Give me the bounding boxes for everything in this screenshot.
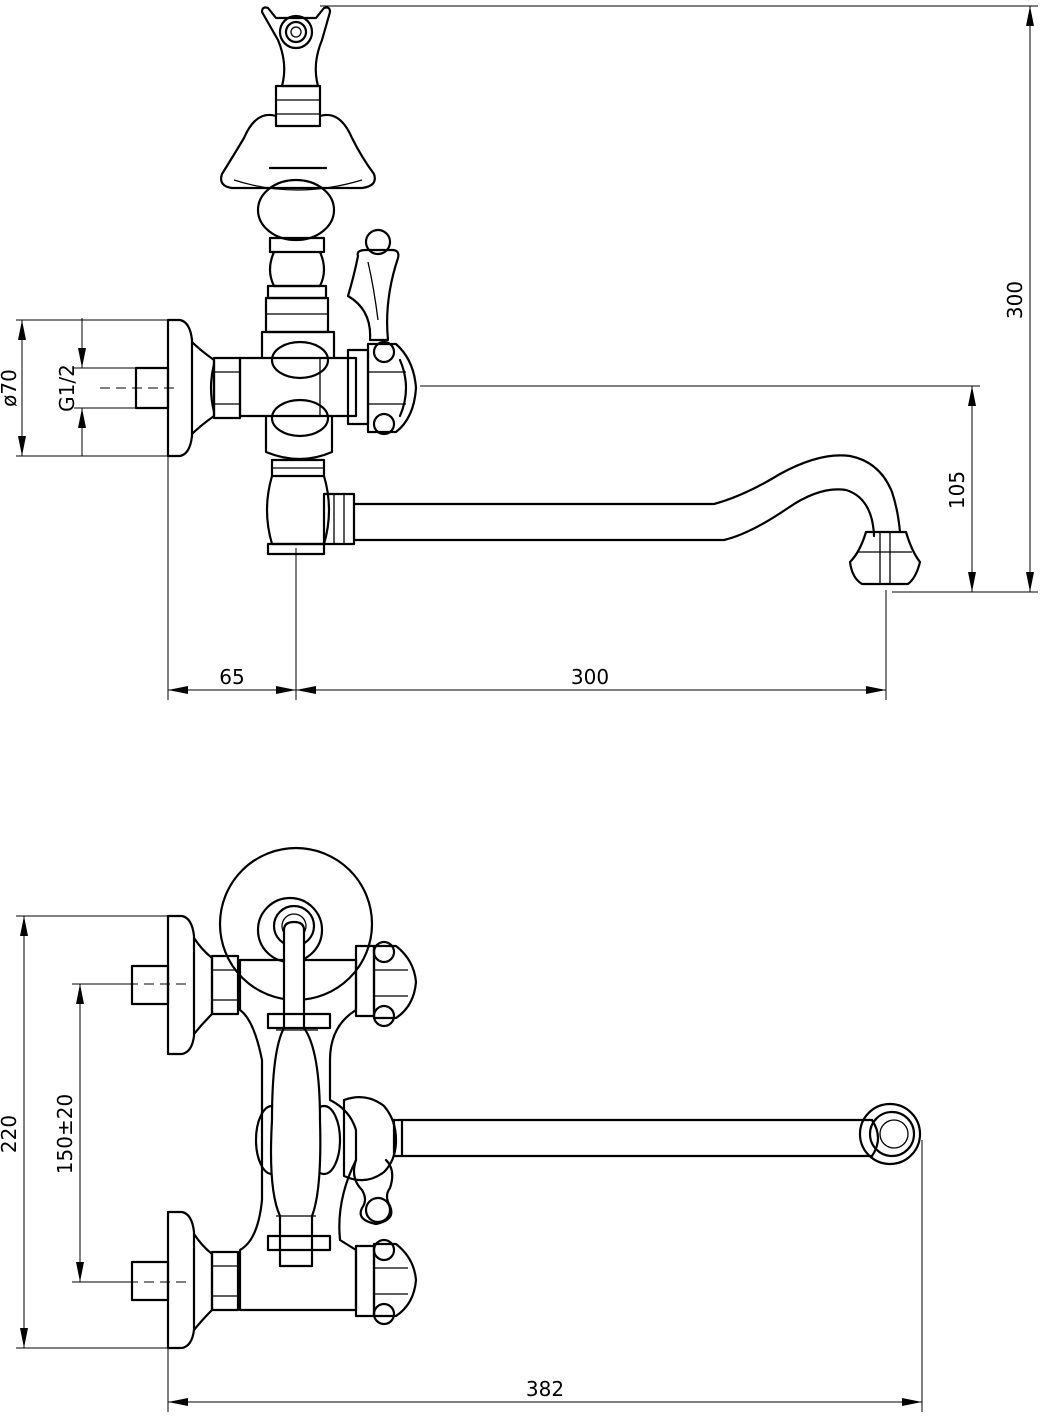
dim-depth-label: 220 (0, 1115, 21, 1153)
dim-spout-height: 105 (420, 385, 980, 592)
dim-overall-length-label: 382 (526, 1377, 564, 1401)
dim-thread-label: G1/2 (55, 364, 79, 412)
side-wall-flange (100, 318, 216, 458)
side-lever-handle (346, 228, 400, 342)
dim-overall-length: 382 (167, 1140, 923, 1412)
dim-height-total: 300 (320, 5, 1038, 593)
dim-wall-offset-label: 65 (219, 665, 244, 689)
top-lever-arm (266, 920, 332, 1268)
top-upper-flange (80, 914, 240, 1056)
side-cross-knob (346, 340, 418, 436)
dim-inlet-spacing-label: 150±20 (53, 1094, 77, 1174)
dim-spout-height-label: 105 (945, 471, 969, 509)
top-upper-cross-knob (354, 940, 418, 1028)
top-spout-swivel (342, 1095, 404, 1226)
side-view: 300 105 ø70 G1/2 (0, 5, 1038, 700)
side-top-handle (220, 6, 376, 334)
dim-spout-reach-label: 300 (571, 665, 609, 689)
top-spout-pipe (400, 1102, 922, 1166)
top-lower-flange (80, 1210, 240, 1350)
dim-thread: G1/2 (55, 318, 136, 456)
dim-flange-diameter: ø70 (0, 319, 168, 457)
dim-inlet-spacing: 150±20 (53, 983, 132, 1283)
dim-horizontal-side: 65 300 (167, 456, 886, 700)
side-spout (265, 454, 922, 586)
dim-depth: 220 (0, 915, 168, 1349)
side-hex-nut (209, 356, 242, 420)
dim-height-total-label: 300 (1003, 281, 1027, 319)
top-view: 382 220 150±20 (0, 846, 923, 1412)
top-lower-cross-knob (354, 1238, 418, 1326)
side-mixer-body (238, 330, 358, 461)
dim-flange-diameter-label: ø70 (0, 369, 21, 407)
